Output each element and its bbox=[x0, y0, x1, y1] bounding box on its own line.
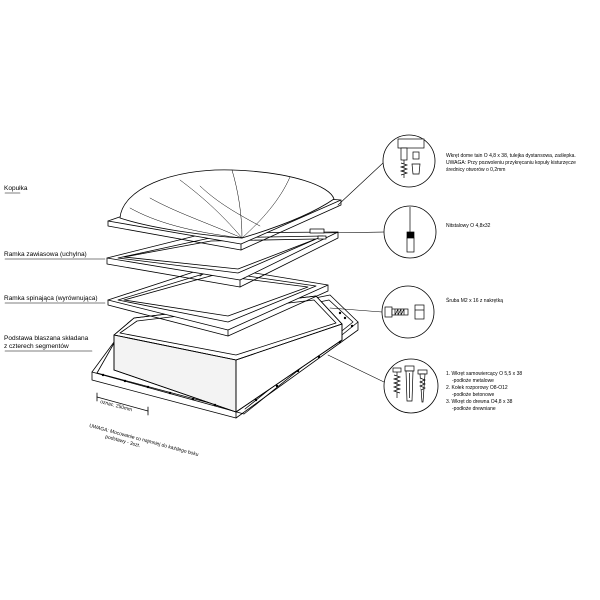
label-clamping-frame: Ramka spinająca (wyrównująca) bbox=[4, 295, 98, 302]
callout-1-line-3: średnicy otworów o 0,2mm bbox=[446, 167, 506, 173]
leader-lines bbox=[4, 162, 386, 383]
callout-4-line-4: -podłoże betonowe bbox=[452, 392, 495, 398]
callout-3-line-1: Śruba M2 x 16 z nakrętką bbox=[446, 298, 503, 304]
callout-4-line-3: 2. Kołek rozporowy O8-O12 bbox=[446, 385, 508, 391]
callout-4-line-2: -podłoże metalowe bbox=[452, 378, 494, 384]
callout-4-line-6: -podłoże drewniane bbox=[452, 406, 496, 412]
sheet-metal-base bbox=[91, 294, 359, 419]
callout-4-line-5: 3. Wkręt do drewna O4,8 x 38 bbox=[446, 399, 513, 405]
label-base-line2: z czterech segmentów bbox=[4, 343, 69, 350]
dome bbox=[107, 169, 342, 251]
label-dome: Kopułka bbox=[4, 185, 28, 192]
callout-1-line-1: Wkręt dome tain O 4,8 x 38, tulejka dyst… bbox=[446, 153, 576, 159]
steel-rivet-icon bbox=[406, 207, 415, 253]
label-base-line1: Podstawa blaszana składana bbox=[4, 335, 89, 342]
callout-2-line-1: Nitstalowy O 4,8x32 bbox=[446, 223, 491, 229]
clamping-frame bbox=[107, 265, 329, 337]
callout-1-line-2: UWAGA: Przy pozwoleniu przykręcaniu kopu… bbox=[446, 160, 576, 166]
bolt-and-nut-icon bbox=[384, 304, 425, 320]
callout-4-line-1: 1. Wkręt samowiercący O 5,5 x 38 bbox=[446, 371, 523, 377]
hinged-frame bbox=[106, 228, 339, 288]
dome-screw-and-cap-icon bbox=[397, 138, 425, 178]
fasteners-set-icon bbox=[392, 365, 428, 403]
label-hinged-frame: Ramka zawiasowa (uchylna) bbox=[4, 251, 87, 258]
